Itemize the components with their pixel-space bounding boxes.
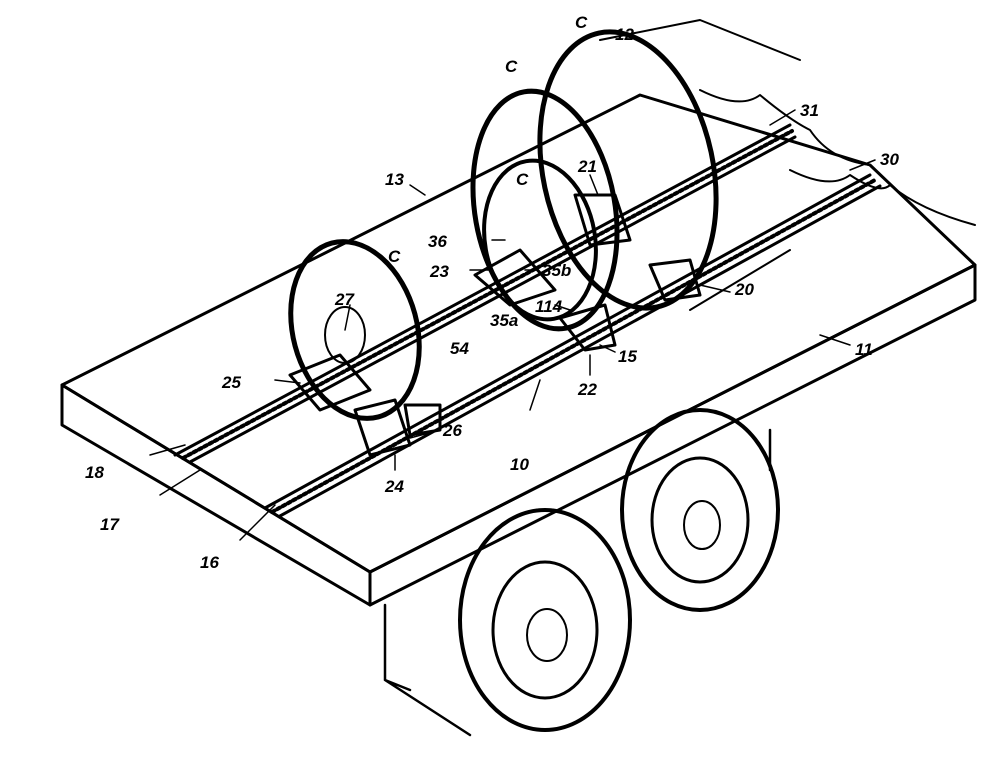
label-36: 36	[428, 232, 447, 251]
label-31: 31	[800, 101, 819, 120]
label-35b: 35b	[542, 261, 571, 280]
label-16: 16	[200, 553, 219, 572]
label-114: 114	[535, 297, 563, 316]
label-18: 18	[85, 463, 104, 482]
front-wheel	[460, 510, 630, 730]
label-coil-big: C	[575, 13, 588, 32]
rail-right	[265, 175, 880, 516]
label-11: 11	[855, 340, 873, 359]
label-54: 54	[450, 339, 469, 358]
trailer-deck	[62, 90, 975, 605]
label-coil-left: C	[388, 247, 401, 266]
label-12: 12	[615, 25, 634, 44]
label-25: 25	[221, 373, 241, 392]
label-coil-small: C	[516, 170, 529, 189]
label-26: 26	[442, 421, 462, 440]
label-30: 30	[880, 150, 899, 169]
label-10: 10	[510, 455, 529, 474]
label-15: 15	[618, 347, 637, 366]
label-23: 23	[429, 262, 449, 281]
coil-left	[272, 227, 438, 433]
label-20: 20	[734, 280, 754, 299]
label-24: 24	[384, 477, 404, 496]
label-22: 22	[577, 380, 597, 399]
label-coil-mid: C	[505, 57, 518, 76]
label-35a: 35a	[490, 311, 518, 330]
label-17: 17	[100, 515, 120, 534]
label-27: 27	[334, 290, 355, 309]
label-21: 21	[577, 157, 597, 176]
label-13: 13	[385, 170, 404, 189]
